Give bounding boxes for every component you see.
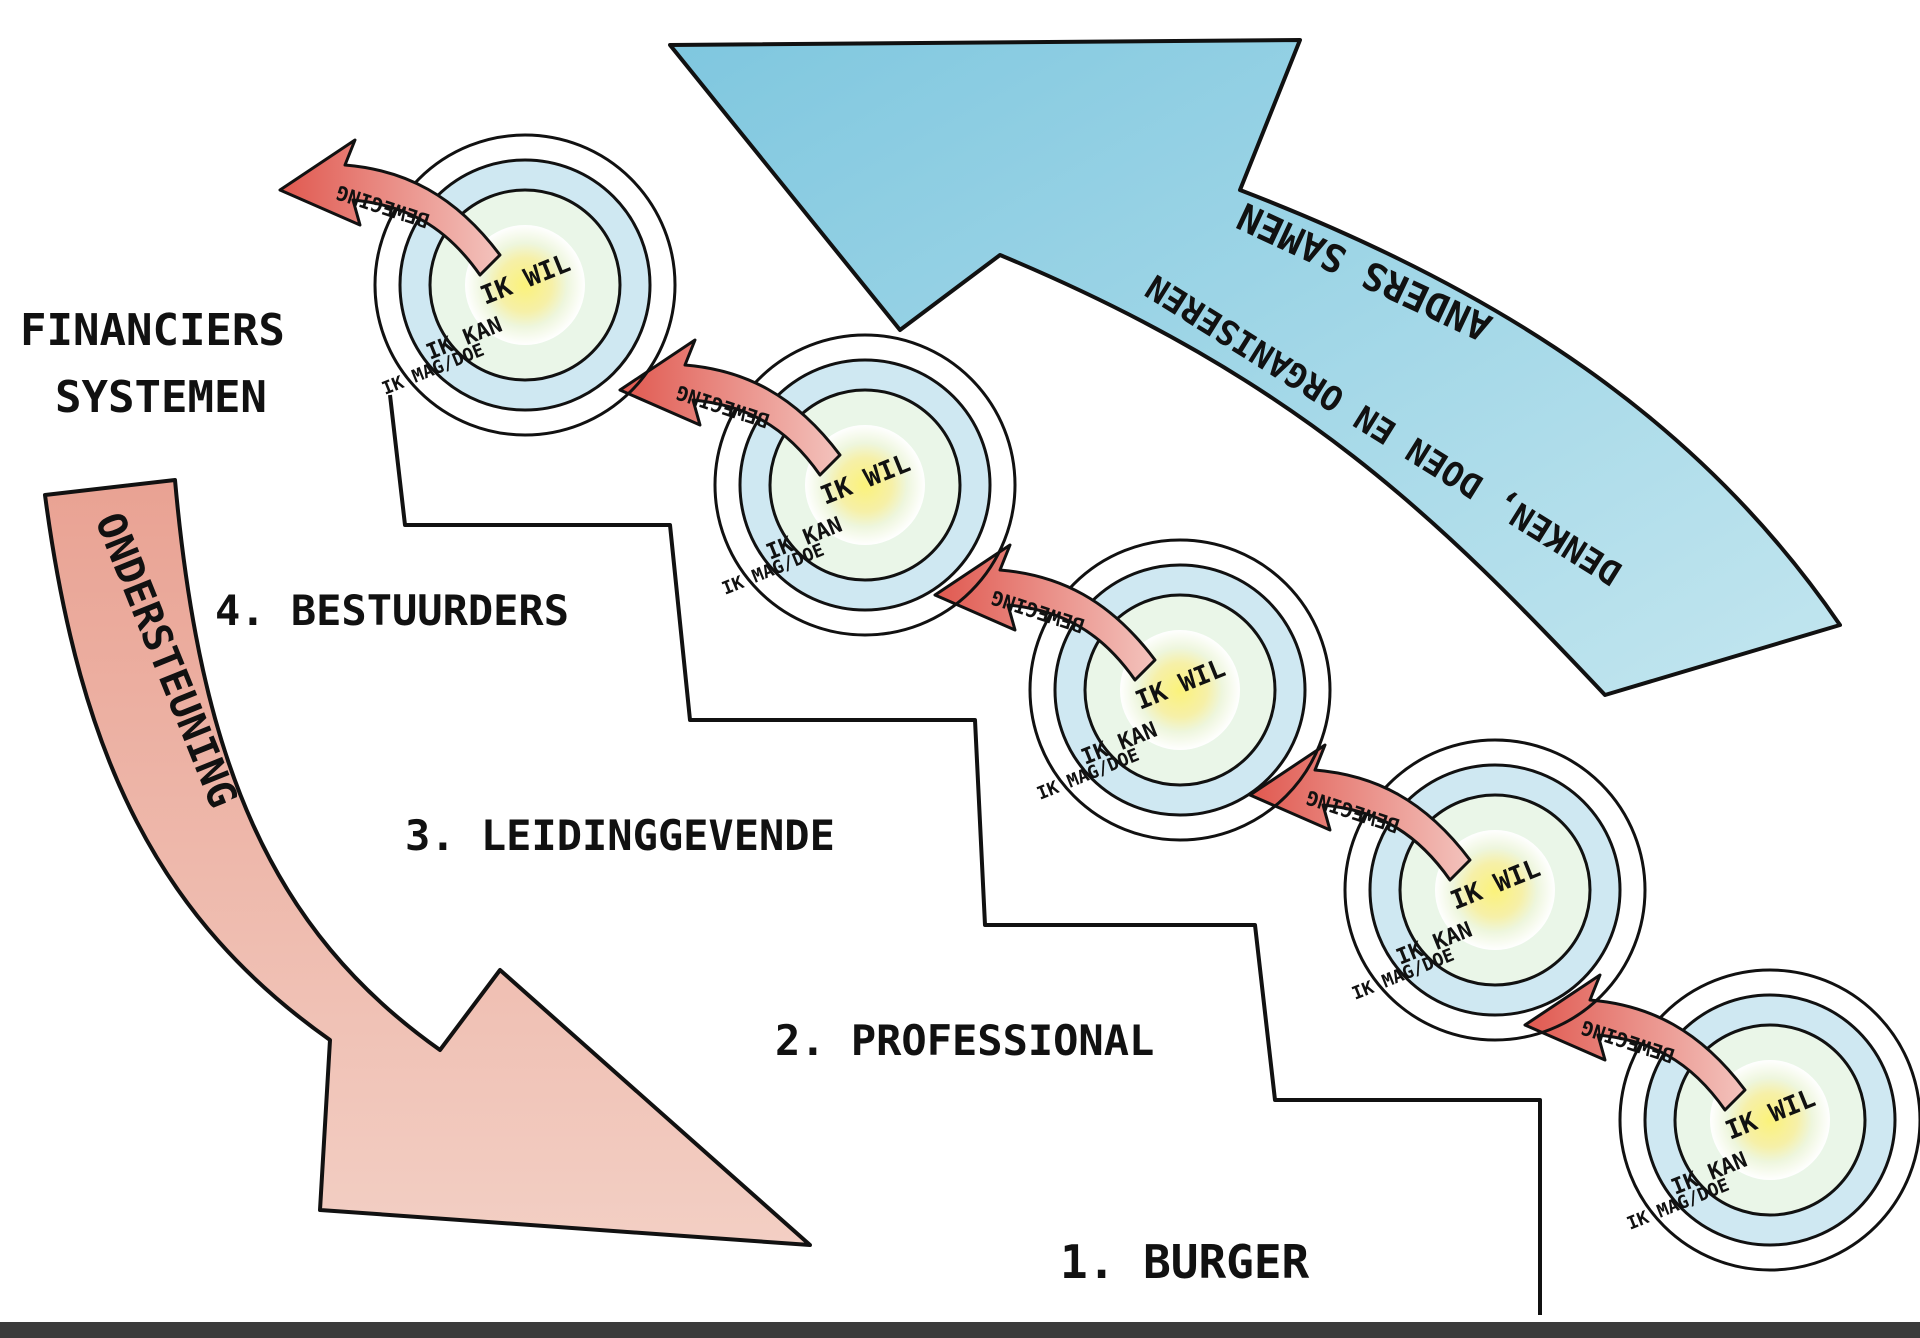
small-arrow [933,543,1157,682]
financiers-label-line2: SYSTEMEN [55,372,267,423]
financiers-label-line1: FINANCIERS [20,305,285,356]
staircase [388,394,1542,1315]
step-4-label: 4. BESTUURDERS [215,586,569,635]
step-1-label: 1. BURGER [1060,1235,1310,1289]
step-3-label: 3. LEIDINGGEVENDE [405,811,835,860]
outer-ring [1028,538,1332,842]
motivation-unit: BEWEGING IK WIL IK KAN IK MAG/DOE [278,133,677,437]
step-2-label: 2. PROFESSIONAL [775,1016,1154,1065]
up-arrow [668,38,1842,697]
outer-ring [1343,738,1647,1042]
down-arrow [43,478,812,1247]
small-arrow [618,338,842,477]
motivation-unit: BEWEGING IK WIL IK KAN IK MAG/DOE [618,333,1017,637]
outer-ring [713,333,1017,637]
motivation-unit: BEWEGING IK WIL IK KAN IK MAG/DOE [1248,738,1647,1042]
bottom-bar [0,1322,1920,1338]
small-arrow [278,138,502,277]
small-arrow [1523,973,1747,1112]
outer-ring [1618,968,1920,1272]
motivation-unit: BEWEGING IK WIL IK KAN IK MAG/DOE [933,538,1332,842]
outer-ring [373,133,677,437]
motivation-unit: BEWEGING IK WIL IK KAN IK MAG/DOE [1523,968,1920,1272]
